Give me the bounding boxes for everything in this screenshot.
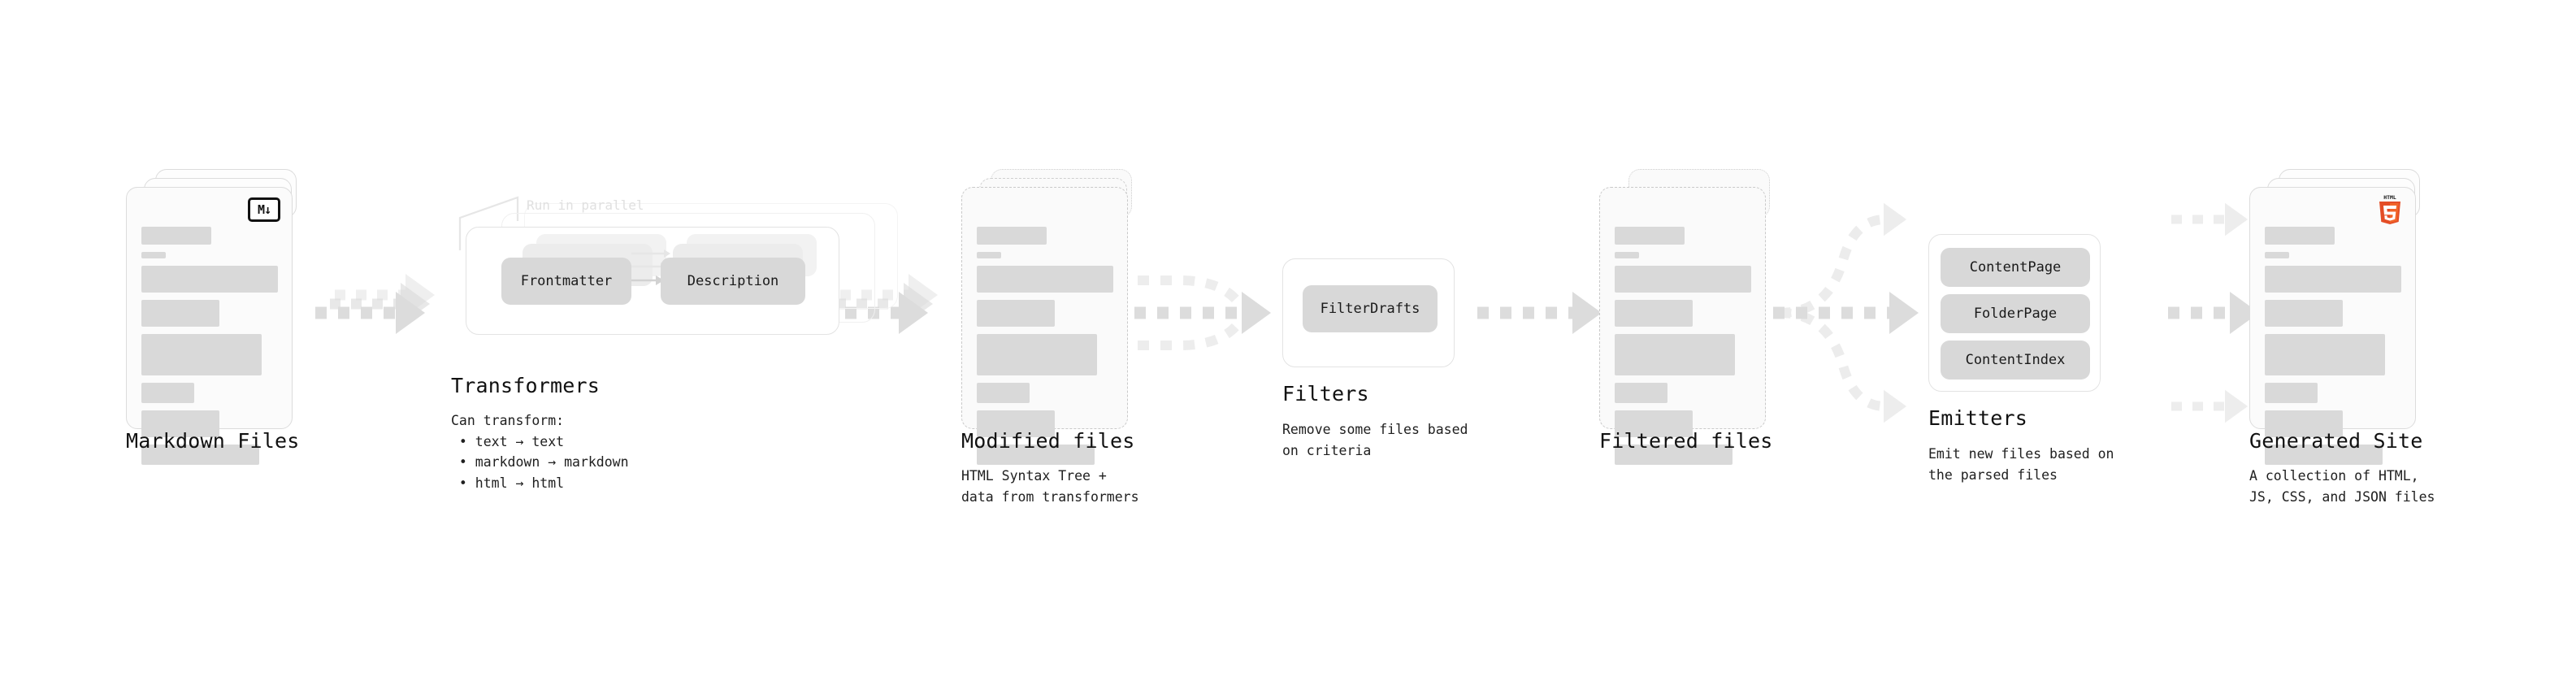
generated-site-skeleton-bars <box>2265 227 2402 472</box>
chip-folderpage[interactable]: FolderPage <box>1941 294 2090 333</box>
modified-skeleton-bars <box>977 227 1114 472</box>
modified-files-title: Modified files <box>961 429 1135 453</box>
markdown-skeleton-bars <box>141 227 279 472</box>
chip-filterdrafts[interactable]: FilterDrafts <box>1303 285 1438 332</box>
transformers-subtitle: Can transform: • text → text • markdown … <box>451 413 629 491</box>
generated-site-subtitle: A collection of HTML, JS, CSS, and JSON … <box>2249 468 2435 505</box>
emitters-subtitle: Emit new files based on the parsed files <box>1928 446 2114 483</box>
modified-files-card-stack <box>961 169 1132 465</box>
filters-title: Filters <box>1282 382 1369 406</box>
chip-frontmatter[interactable]: Frontmatter <box>501 258 631 305</box>
chip-folderpage-label: FolderPage <box>1973 306 2058 322</box>
markdown-files-title: Markdown Files <box>126 429 300 453</box>
transformers-title: Transformers <box>451 374 601 397</box>
arrow-filtered-to-emitters <box>1773 202 1919 423</box>
markdown-document: M↓ <box>126 187 293 465</box>
chip-contentindex-label: ContentIndex <box>1965 352 2066 368</box>
modified-document <box>961 187 1128 465</box>
filters-group: FilterDrafts <box>1282 258 1455 367</box>
markdown-badge-icon: M↓ <box>248 197 280 222</box>
filtered-skeleton-bars <box>1615 227 1752 472</box>
emitters-group: ContentPage FolderPage ContentIndex <box>1928 234 2101 392</box>
transformer-inner-arrows <box>618 249 670 285</box>
chip-description-label: Description <box>687 273 779 289</box>
arrow-modified-to-filters <box>1134 275 1271 350</box>
generated-site-document: HTML <box>2249 187 2416 465</box>
chip-filterdrafts-label: FilterDrafts <box>1320 301 1420 317</box>
html5-icon: HTML <box>2376 193 2404 225</box>
modified-files-subtitle: HTML Syntax Tree + data from transformer… <box>961 468 1139 505</box>
svg-text:HTML: HTML <box>2383 194 2396 201</box>
run-in-parallel-annotation: Run in parallel <box>527 197 644 213</box>
arrow-emitters-to-site <box>2168 202 2259 423</box>
emitters-title: Emitters <box>1928 406 2028 430</box>
arrow-filters-to-filtered <box>1477 292 1602 334</box>
generated-site-card-stack: CSS HTML <box>2249 169 2420 465</box>
markdown-files-card-stack: M↓ <box>126 169 297 465</box>
filtered-document <box>1599 187 1766 465</box>
arrow-markdown-to-transformers <box>315 274 435 334</box>
chip-contentpage[interactable]: ContentPage <box>1941 248 2090 287</box>
chip-description[interactable]: Description <box>661 258 805 305</box>
chip-contentpage-label: ContentPage <box>1969 259 2062 275</box>
filtered-files-title: Filtered files <box>1599 429 1773 453</box>
markdown-badge-label: M <box>257 202 265 217</box>
chip-contentindex[interactable]: ContentIndex <box>1941 340 2090 380</box>
chip-frontmatter-label: Frontmatter <box>520 273 613 289</box>
filtered-files-card-stack <box>1599 169 1770 465</box>
filters-subtitle: Remove some files based on criteria <box>1282 422 1468 458</box>
generated-site-title: Generated Site <box>2249 429 2423 453</box>
